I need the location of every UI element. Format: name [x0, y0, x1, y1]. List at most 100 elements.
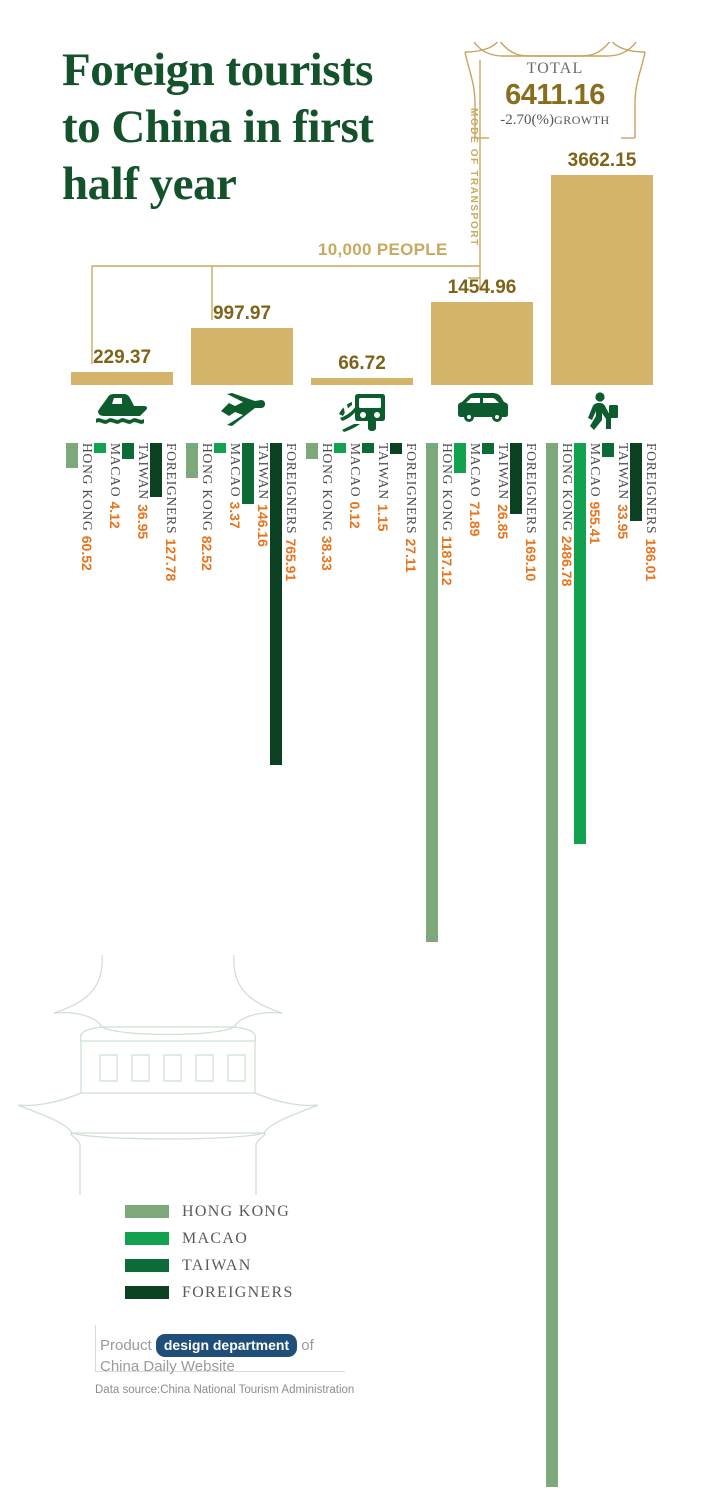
- total-bar: [431, 302, 533, 385]
- footer-divider: [95, 1371, 345, 1372]
- credit-pill: design department: [155, 1334, 298, 1357]
- segment-hong-kong: HONG KONG 2486.78: [546, 443, 575, 1487]
- segment-value: 169.10: [523, 538, 539, 582]
- legend-swatch: [125, 1286, 169, 1299]
- legend-swatch: [125, 1259, 169, 1272]
- segment-name: MACAO: [108, 443, 123, 502]
- segment-value: 26.85: [495, 504, 511, 540]
- segment-bar: [334, 443, 346, 453]
- title-line-1: Foreign tourists: [62, 44, 373, 96]
- segment-value: 1.15: [375, 504, 391, 532]
- segment-name: MACAO: [588, 443, 603, 502]
- segment-bar: [482, 443, 494, 454]
- segment-group: HONG KONG 1187.12 MACAO 71.89 TAIWAN 26.85…: [422, 443, 542, 1493]
- credit-line2: China Daily Website: [100, 1358, 235, 1375]
- scroll-banner-shape: [464, 42, 646, 139]
- segment-value: 186.01: [643, 538, 659, 582]
- segment-label: HONG KONG 2486.78: [559, 443, 575, 586]
- segment-label: FOREIGNERS 186.01: [643, 443, 659, 581]
- title-line-2: to China in first: [62, 101, 374, 153]
- segment-label: MACAO 3.37: [227, 443, 243, 529]
- segment-name: FOREIGNERS: [404, 443, 419, 539]
- segment-name: MACAO: [348, 443, 363, 502]
- segment-name: FOREIGNERS: [524, 443, 539, 539]
- page-title: Foreign tourists to China in first half …: [62, 42, 462, 213]
- total-badge: TOTAL 6411.16 -2.70(%)GROWTH: [455, 42, 655, 142]
- segment-label: HONG KONG 38.33: [319, 443, 335, 571]
- segment-name: FOREIGNERS: [284, 443, 299, 539]
- total-bar-value: 1454.96: [447, 277, 517, 298]
- walking-icon: [542, 392, 662, 436]
- segment-bar: [510, 443, 522, 514]
- segment-foreigners: FOREIGNERS 186.01: [630, 443, 659, 581]
- data-source: Data source:China National Tourism Admin…: [95, 1384, 355, 1396]
- segment-label: FOREIGNERS 765.91: [283, 443, 299, 581]
- segment-group: HONG KONG 38.33 MACAO 0.12 TAIWAN 1.15 FORE…: [302, 443, 422, 1493]
- segment-bar: [602, 443, 614, 457]
- car-icon: [422, 392, 542, 436]
- footer-divider-left: [95, 1325, 96, 1371]
- segment-value: 71.89: [467, 501, 483, 537]
- segment-label: HONG KONG 82.52: [199, 443, 215, 571]
- segment-label: MACAO 71.89: [467, 443, 483, 536]
- credit-block: Product design department of China Daily…: [100, 1334, 400, 1377]
- legend-label: MACAO: [182, 1229, 249, 1247]
- segment-name: TAIWAN: [136, 443, 151, 505]
- segment-taiwan: TAIWAN 1.15: [362, 443, 391, 531]
- legend-label: HONG KONG: [182, 1202, 291, 1220]
- segment-label: TAIWAN 1.15: [375, 443, 391, 531]
- segment-hong-kong: HONG KONG 60.52: [66, 443, 95, 571]
- train-icon: [302, 392, 422, 436]
- segment-hong-kong: HONG KONG 1187.12: [426, 443, 455, 942]
- segment-value: 33.95: [615, 504, 631, 540]
- legend-item-macao[interactable]: MACAO: [125, 1225, 294, 1252]
- segment-bar: [242, 443, 254, 504]
- segment-group: HONG KONG 60.52 MACAO 4.12 TAIWAN 36.95 FOR…: [62, 443, 182, 1493]
- segment-macao: MACAO 3.37: [214, 443, 243, 529]
- segment-hong-kong: HONG KONG 82.52: [186, 443, 215, 571]
- segment-name: TAIWAN: [256, 443, 271, 505]
- total-bar: [71, 372, 173, 385]
- segment-taiwan: TAIWAN 26.85: [482, 443, 511, 539]
- segment-foreigners: FOREIGNERS 765.91: [270, 443, 299, 765]
- total-bar: [311, 378, 413, 385]
- segment-label: MACAO 955.41: [587, 443, 603, 544]
- segment-taiwan: TAIWAN 36.95: [122, 443, 151, 539]
- total-bar-value: 229.37: [92, 347, 152, 368]
- segment-name: HONG KONG: [80, 443, 95, 536]
- segment-label: FOREIGNERS 127.78: [163, 443, 179, 581]
- segment-label: TAIWAN 26.85: [495, 443, 511, 539]
- segment-label: FOREIGNERS 27.11: [403, 443, 419, 573]
- segment-name: FOREIGNERS: [644, 443, 659, 539]
- total-bar-value: 66.72: [338, 353, 386, 374]
- segment-label: MACAO 4.12: [107, 443, 123, 529]
- ship-icon: [62, 392, 182, 436]
- segment-macao: MACAO 4.12: [94, 443, 123, 529]
- credit-post: of: [301, 1337, 314, 1354]
- segment-value: 2486.78: [559, 535, 575, 587]
- segment-value: 0.12: [347, 501, 363, 529]
- legend-item-hong_kong[interactable]: HONG KONG: [125, 1198, 294, 1225]
- segment-foreigners: FOREIGNERS 27.11: [390, 443, 419, 573]
- unit-label: 10,000 PEOPLE: [318, 240, 448, 259]
- segment-label: TAIWAN 36.95: [135, 443, 151, 539]
- segment-name: MACAO: [228, 443, 243, 502]
- legend-swatch: [125, 1205, 169, 1218]
- total-growth: -2.70(%)GROWTH: [455, 112, 655, 129]
- segment-macao: MACAO 71.89: [454, 443, 483, 536]
- mode-of-transport-label: MODE OF TRANSPORT: [468, 108, 479, 247]
- segment-label: TAIWAN 33.95: [615, 443, 631, 539]
- segment-taiwan: TAIWAN 33.95: [602, 443, 631, 539]
- legend-item-foreigners[interactable]: FOREIGNERS: [125, 1279, 294, 1306]
- segment-label: HONG KONG 60.52: [79, 443, 95, 571]
- pagoda-watermark: [17, 945, 319, 1200]
- legend-item-taiwan[interactable]: TAIWAN: [125, 1252, 294, 1279]
- total-growth-word: GROWTH: [554, 113, 610, 127]
- airplane-icon: [182, 392, 302, 436]
- segment-foreigners: FOREIGNERS 169.10: [510, 443, 539, 581]
